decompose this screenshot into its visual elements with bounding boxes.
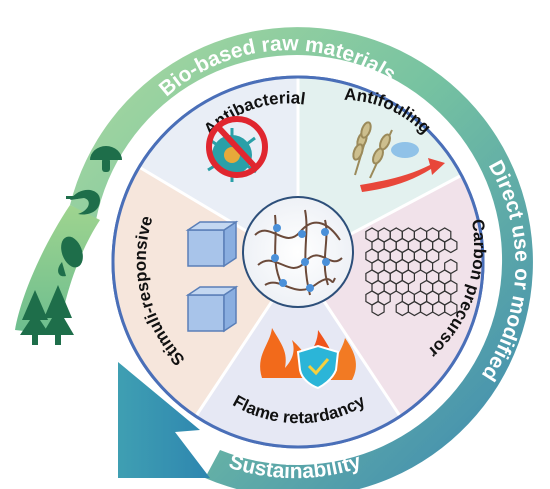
graphene-lattice-icon: [365, 227, 458, 317]
corn-icon: [58, 236, 83, 277]
lattice-hexagon: [444, 300, 458, 317]
wheat-barnacle-icon: [352, 121, 445, 192]
flame-shield-icon: [260, 328, 356, 390]
virus-prohibited-icon: [206, 116, 268, 182]
cycle-arrowhead: [118, 362, 210, 478]
cube-unfold-icon: [185, 220, 239, 333]
mushroom-icon: [90, 146, 122, 172]
shrimp-icon: [66, 189, 100, 215]
trees-icon: [20, 285, 74, 345]
polymer-network-icon: [242, 196, 354, 308]
lattice-hexagon: [371, 300, 385, 317]
lattice-hexagon: [444, 237, 458, 254]
